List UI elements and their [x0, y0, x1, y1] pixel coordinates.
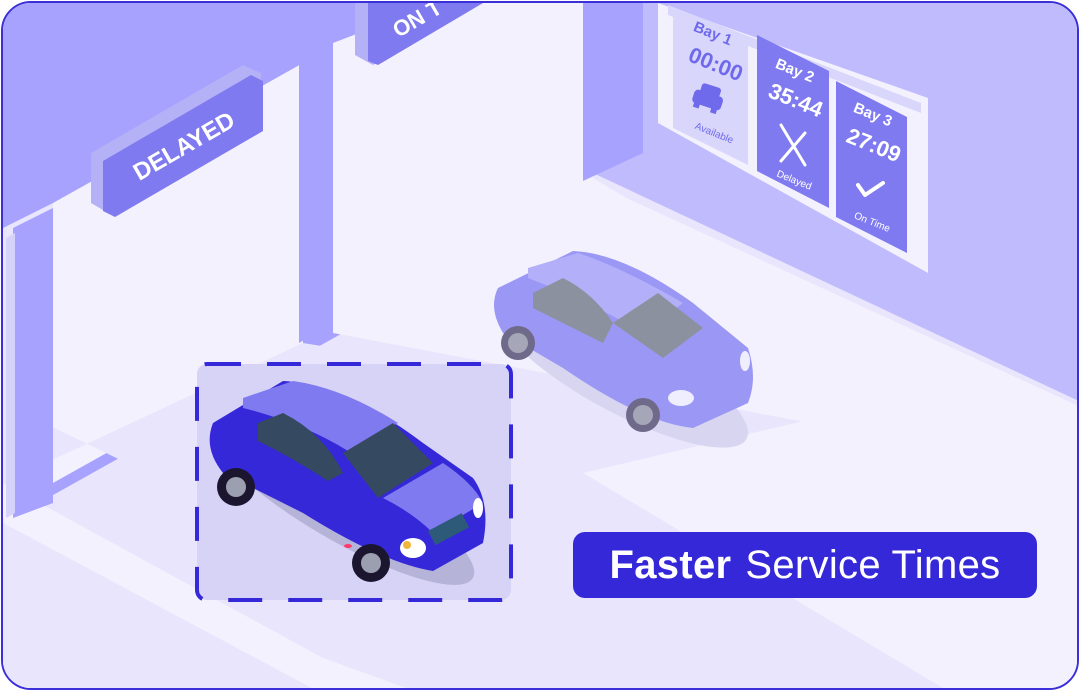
- on-time-sign: ON T: [355, 3, 483, 65]
- x-icon: [779, 123, 807, 167]
- sedan-car-background: [494, 251, 753, 448]
- check-icon: [856, 181, 885, 197]
- caption-light: Service Times: [745, 542, 1001, 587]
- delayed-sign: DELAYED: [91, 65, 263, 217]
- garage-scene: DELAYED ON T Bay 1 00:00 A: [3, 3, 1077, 688]
- pillar: [299, 45, 333, 343]
- caption-bold: Faster: [609, 542, 732, 587]
- caption-banner: Faster Service Times: [573, 532, 1037, 598]
- suv-car-highlighted: [209, 381, 486, 585]
- bay-card-1: Bay 1 00:00 Available: [673, 11, 748, 165]
- pillar: [583, 3, 643, 181]
- car-icon: [692, 83, 724, 115]
- pillar: [13, 208, 53, 518]
- bay-status-board: Bay 1 00:00 Available Bay 2 35:44: [658, 3, 928, 273]
